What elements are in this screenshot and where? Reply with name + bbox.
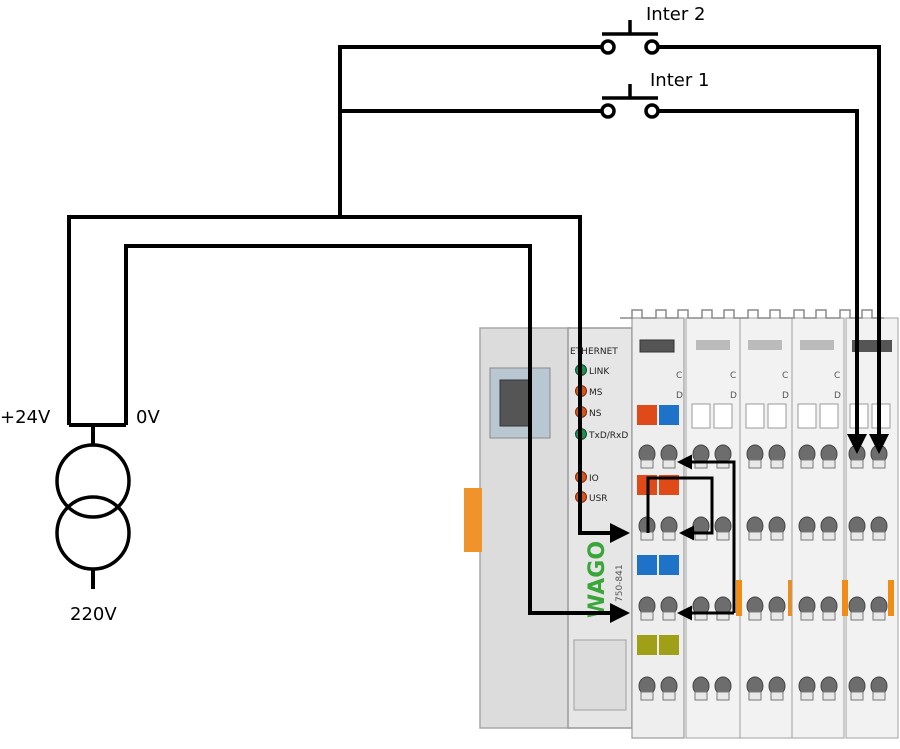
wire-plus24v [67,215,630,543]
switch-inter2: Inter 2 [600,4,705,55]
label-0v: 0V [136,407,160,428]
label-inter2: Inter 2 [646,4,705,25]
wire-inter2-out [659,45,889,454]
wire-common [338,45,602,217]
model-number: 750-841 [615,564,625,602]
transformer: +24V 0V 220V [0,407,160,625]
svg-text:NS: NS [589,409,602,419]
svg-text:D: D [782,391,789,401]
io-module-input [842,317,899,739]
label-220v: 220V [70,604,117,625]
led-txd-rxd: TxD/RxD [575,428,628,441]
svg-text:IO: IO [589,474,599,484]
ethernet-label: ETHERNET [570,347,618,357]
wires [67,45,889,623]
svg-text:USR: USR [589,494,608,504]
io-module-3: C D [791,317,845,739]
svg-text:C: C [782,371,788,381]
svg-text:TxD/RxD: TxD/RxD [588,431,628,441]
wire-inter1-out [659,109,867,454]
svg-text:MS: MS [589,388,603,398]
svg-text:C: C [676,371,682,381]
svg-text:D: D [834,391,841,401]
jumper-2 [677,454,736,613]
wire-0v [124,244,630,623]
io-module-2: C D [736,317,794,739]
svg-text:D: D [676,391,683,401]
jumper-1 [646,476,714,541]
svg-text:C: C [730,371,736,381]
label-plus24v: +24V [0,407,51,428]
wago-logo: WAGO [585,541,610,618]
svg-text:LINK: LINK [589,367,610,377]
switch-inter1: Inter 1 [600,70,709,119]
orange-latch [464,488,482,552]
label-inter1: Inter 1 [650,70,709,91]
svg-text:C: C [834,371,840,381]
svg-text:D: D [730,391,737,401]
